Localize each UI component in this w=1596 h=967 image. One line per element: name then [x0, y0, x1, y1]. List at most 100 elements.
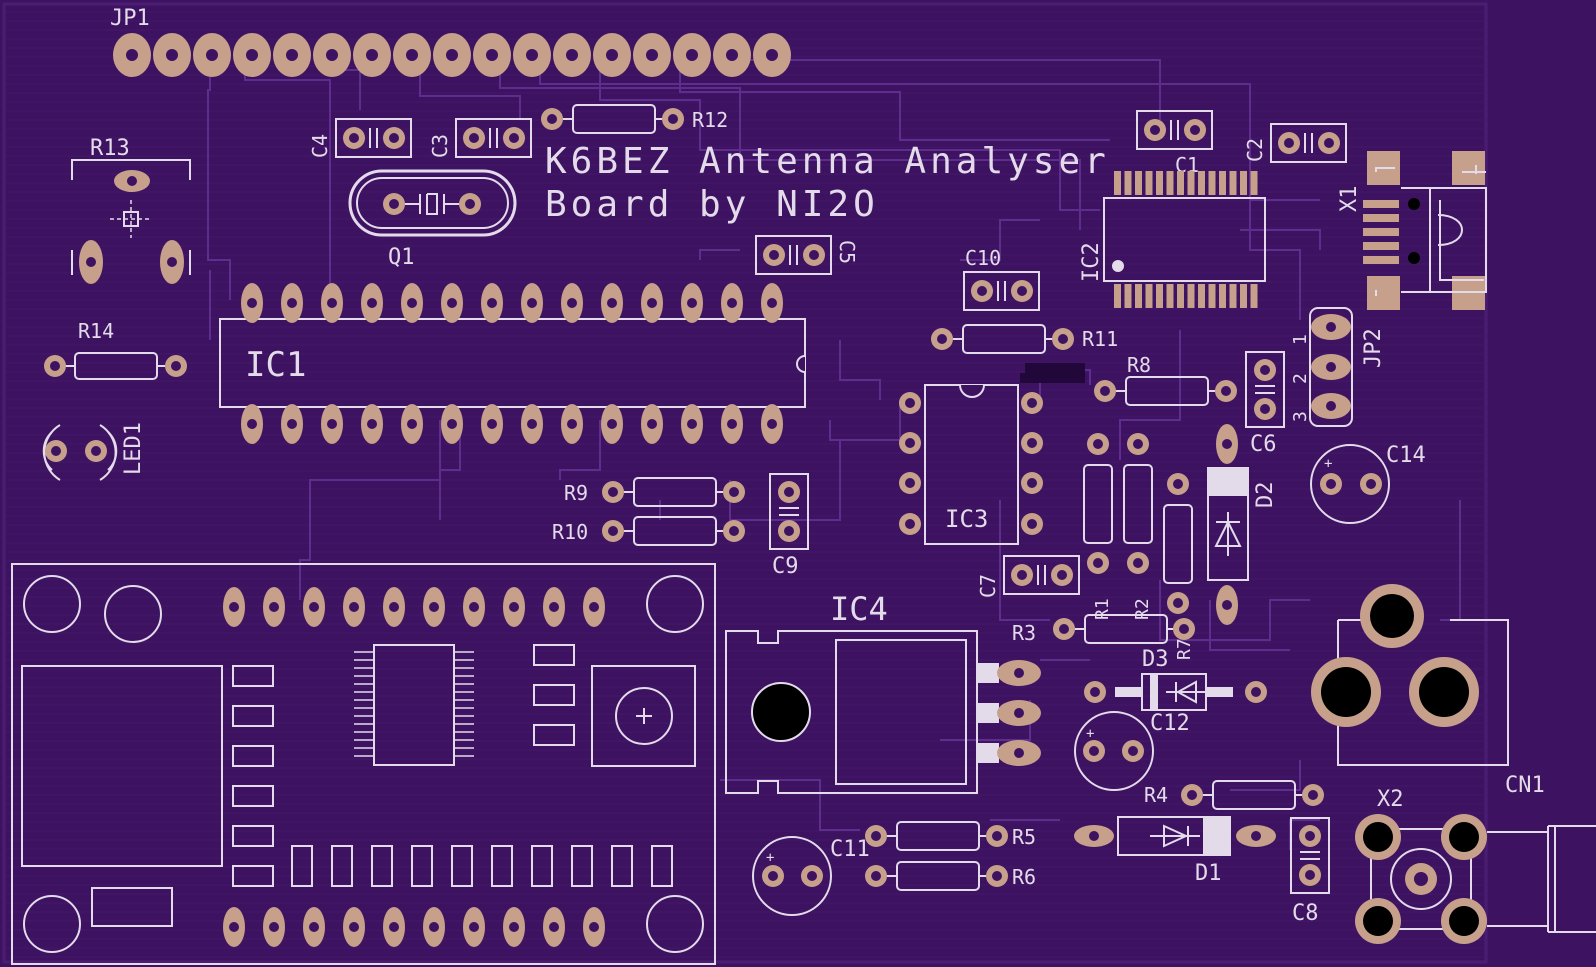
jp1-pins: [113, 33, 791, 77]
c12-plus: +: [1086, 726, 1094, 742]
c7-label: C7: [976, 574, 1000, 598]
dds-bottom-hole: [349, 922, 359, 932]
ic1-hole: [447, 419, 457, 429]
jp1-hole: [526, 49, 538, 61]
x2-label: X2: [1377, 787, 1404, 812]
dds-bottom-hole: [509, 922, 519, 932]
c6-label: C6: [1250, 432, 1277, 457]
dds-bottom-pad: [331, 845, 353, 887]
r11-label: R11: [1082, 327, 1118, 351]
dds-bottom-pad: [371, 845, 393, 887]
ic2-pad: [1208, 284, 1216, 308]
r12-label: R12: [692, 108, 728, 132]
ic1-hole: [687, 298, 697, 308]
c12-label: C12: [1150, 711, 1190, 736]
jp1-hole: [326, 49, 338, 61]
r13-label: R13: [90, 136, 130, 161]
dds-top-hole: [509, 602, 519, 612]
dds-left-pad: [232, 865, 274, 887]
c4-label: C4: [308, 134, 332, 158]
r8-resistor: R8: [1094, 353, 1237, 406]
ic2-label: IC2: [1079, 242, 1104, 282]
ic1-hole: [607, 298, 617, 308]
ic3-dip: IC3: [899, 384, 1043, 545]
jp1-hole: [166, 49, 178, 61]
r6-resistor: R6: [865, 861, 1036, 891]
r4-label: R4: [1144, 783, 1168, 807]
ic2-pad: [1198, 284, 1205, 308]
r3-label: R3: [1012, 621, 1036, 645]
jp2-pin-2-label: 2: [1290, 373, 1311, 384]
d2-label: D2: [1253, 482, 1278, 509]
cn1-label: CN1: [1505, 773, 1545, 798]
r13-trimmer: R13: [71, 136, 191, 284]
c11-label: C11: [830, 837, 870, 862]
r5-label: R5: [1012, 825, 1036, 849]
ic1-hole: [327, 419, 337, 429]
c9-label: C9: [772, 554, 799, 579]
dds-bottom-hole: [269, 922, 279, 932]
q1-crystal: Q1: [348, 169, 517, 270]
dds-top-hole: [389, 602, 399, 612]
ic1-hole: [647, 419, 657, 429]
x2-bnc-connector: X2: [1355, 787, 1596, 944]
ic2-pads: [1114, 171, 1258, 308]
ic1-hole: [767, 298, 777, 308]
ic1-hole: [527, 298, 537, 308]
ic2-pad: [1208, 171, 1216, 195]
dds-top-hole: [309, 602, 319, 612]
r14-label: R14: [78, 319, 114, 343]
jp1-hole: [246, 49, 258, 61]
ic4-label: IC4: [830, 590, 888, 628]
jp1-hole: [206, 49, 218, 61]
jp1-hole: [726, 49, 738, 61]
ic1-hole: [487, 298, 497, 308]
d3-diode: D3: [1084, 647, 1267, 711]
c3-capacitor: C3: [428, 118, 532, 158]
ic2-pad: [1229, 284, 1237, 308]
ic1-hole: [407, 298, 417, 308]
dds-top-hole: [549, 602, 559, 612]
ic1-hole: [287, 298, 297, 308]
d3-label: D3: [1142, 647, 1169, 672]
x1-usb-connector: X1: [1337, 151, 1487, 310]
r2-label: R2: [1132, 598, 1153, 620]
dds-bottom-hole: [469, 922, 479, 932]
board-title-line-2: Board by NI2O: [545, 184, 879, 225]
jp1-hole: [406, 49, 418, 61]
c5-capacitor: C5: [755, 235, 859, 275]
ic1-hole: [367, 298, 377, 308]
dds-module: [11, 563, 716, 965]
jp2-pin-3-label: 3: [1290, 411, 1311, 422]
d1-label: D1: [1195, 861, 1222, 886]
c9-capacitor: C9: [769, 473, 809, 579]
c14-label: C14: [1386, 443, 1426, 468]
ic2-pad: [1145, 171, 1153, 195]
r11-resistor: R11: [931, 324, 1118, 354]
dds-bottom-pad: [411, 845, 433, 887]
dds-bottom-pad: [291, 845, 313, 887]
jp1-header: JP1: [110, 6, 791, 77]
q1-label: Q1: [388, 245, 415, 270]
dds-bottom-hole: [389, 922, 399, 932]
dds-top-hole: [469, 602, 479, 612]
c11-capacitor: + C11: [752, 836, 870, 916]
ic1-dip: IC1: [219, 283, 806, 444]
ground-trace: [1020, 363, 1085, 383]
dds-bottom-hole: [309, 922, 319, 932]
jp2-header: 1 2 3 JP2: [1290, 307, 1386, 427]
ic1-hole: [247, 419, 257, 429]
ic1-hole: [767, 419, 777, 429]
r10-resistor: R10: [552, 516, 745, 546]
jp1-hole: [766, 49, 778, 61]
ic2-pad: [1124, 171, 1132, 195]
dds-bottom-hole: [589, 922, 599, 932]
ic2-pad: [1166, 171, 1174, 195]
dds-top-hole: [429, 602, 439, 612]
ic1-hole: [607, 419, 617, 429]
c6-capacitor: C6: [1245, 351, 1285, 457]
ic2-pad: [1229, 171, 1237, 195]
dds-left-pad: [232, 665, 274, 687]
ic1-hole: [567, 419, 577, 429]
led1: LED1: [42, 422, 146, 481]
